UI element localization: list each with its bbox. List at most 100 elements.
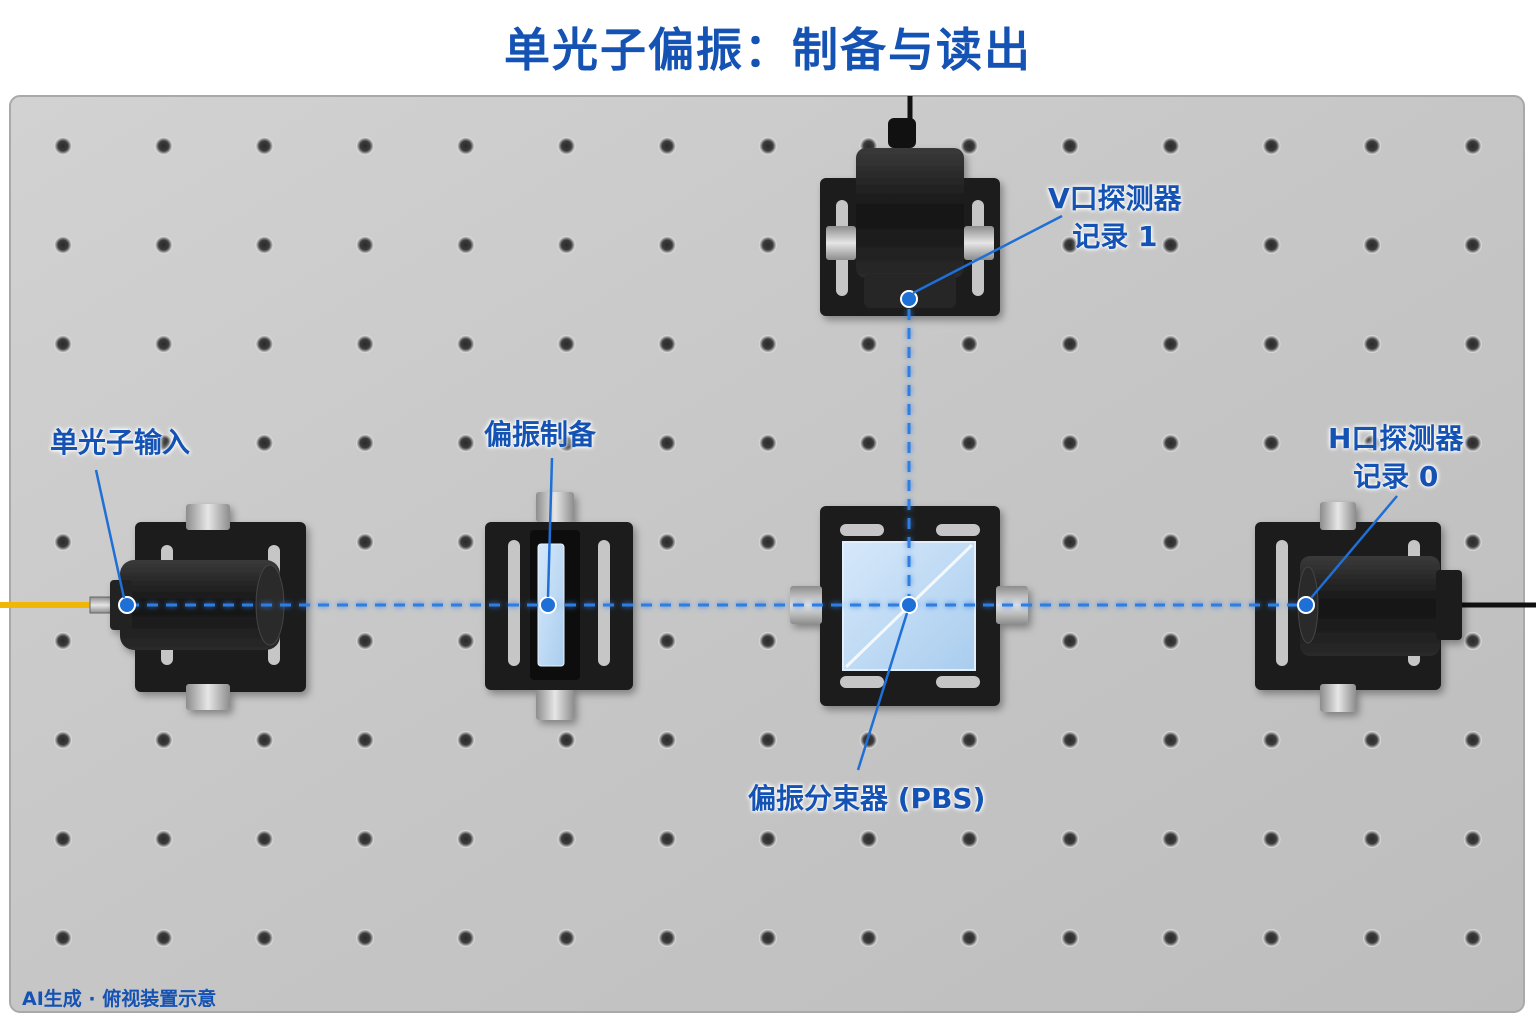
mount-hole [658, 830, 677, 848]
mount-hole [1262, 137, 1281, 155]
mount-hole [1061, 137, 1079, 155]
label-pbs: 偏振分束器 (PBS) [748, 782, 986, 815]
v-detector-icon [820, 148, 1000, 316]
mount-hole [456, 236, 475, 254]
mount-hole [960, 929, 979, 947]
mount-hole [1161, 434, 1180, 452]
mount-hole [1363, 434, 1382, 452]
mount-hole [54, 929, 72, 947]
mount-hole [255, 434, 274, 452]
mount-hole [1463, 830, 1482, 848]
point-input [118, 596, 136, 614]
mount-hole [456, 632, 475, 650]
mount-hole [154, 929, 173, 947]
mount-hole [255, 731, 274, 749]
mount-hole [54, 533, 72, 551]
mount-hole [1363, 830, 1382, 848]
mount-hole [1463, 632, 1482, 650]
mount-hole [255, 830, 274, 848]
mount-hole [758, 731, 777, 749]
mount-hole [54, 236, 72, 254]
mount-hole [1161, 533, 1180, 551]
mount-hole [154, 335, 173, 353]
mount-hole [356, 632, 375, 650]
mount-hole [658, 335, 677, 353]
mount-hole [456, 929, 475, 947]
mount-hole [960, 830, 979, 848]
mount-hole [859, 929, 878, 947]
mount-hole [255, 137, 274, 155]
collimator-icon [110, 504, 306, 710]
mount-hole [255, 929, 274, 947]
mount-hole [1061, 335, 1079, 353]
mount-hole [960, 335, 979, 353]
mount-hole [54, 632, 72, 650]
mount-hole [154, 137, 173, 155]
mount-hole [154, 434, 173, 452]
mount-hole [456, 434, 475, 452]
mount-hole [1262, 929, 1281, 947]
mount-hole [557, 137, 576, 155]
mount-hole [456, 137, 475, 155]
mount-hole [758, 830, 777, 848]
mount-hole [356, 335, 375, 353]
mount-hole [1061, 236, 1079, 254]
mount-hole [456, 830, 475, 848]
mount-hole [54, 137, 72, 155]
mount-hole [658, 632, 677, 650]
mount-hole [1463, 434, 1482, 452]
fiber-cable-icon [0, 596, 113, 614]
breadboard-plate [9, 95, 1525, 1013]
mount-hole [356, 929, 375, 947]
mount-hole [1061, 731, 1079, 749]
mount-hole [1463, 236, 1482, 254]
mount-hole [1463, 731, 1482, 749]
mount-hole [960, 137, 979, 155]
mount-hole [960, 731, 979, 749]
label-h-detector: H口探测器 记录 0 [1328, 422, 1464, 493]
mount-hole [1262, 335, 1281, 353]
mount-hole [658, 731, 677, 749]
mount-hole [255, 236, 274, 254]
mount-hole [1463, 533, 1482, 551]
h-detector-icon [1255, 502, 1462, 712]
mount-hole [154, 830, 173, 848]
mount-hole [1061, 632, 1079, 650]
mount-hole [1262, 731, 1281, 749]
mount-hole [1061, 434, 1079, 452]
mount-hole [557, 434, 576, 452]
point-h-detector [1297, 596, 1315, 614]
mount-hole [1061, 533, 1079, 551]
mount-hole [255, 335, 274, 353]
mount-hole [557, 236, 576, 254]
mount-hole [557, 830, 576, 848]
mount-hole [1161, 335, 1180, 353]
mount-hole [1161, 632, 1180, 650]
mount-hole [1161, 731, 1180, 749]
mount-hole [1463, 137, 1482, 155]
mount-hole [557, 929, 576, 947]
mount-hole [758, 434, 777, 452]
mount-hole [1161, 137, 1180, 155]
mount-hole [1061, 929, 1079, 947]
footer-note: AI生成 · 俯视装置示意 [22, 988, 217, 1010]
mount-hole [557, 335, 576, 353]
mount-hole [1161, 236, 1180, 254]
mount-hole [758, 335, 777, 353]
mount-hole [758, 533, 777, 551]
mount-hole [1363, 236, 1382, 254]
mount-hole [658, 434, 677, 452]
mount-hole [859, 335, 878, 353]
mount-hole [356, 434, 375, 452]
page-title: 单光子偏振：制备与读出 [504, 23, 1032, 77]
mount-hole [1161, 830, 1180, 848]
mount-hole [1262, 236, 1281, 254]
mount-hole [859, 830, 878, 848]
mount-hole [456, 533, 475, 551]
mount-hole [356, 236, 375, 254]
mount-hole [1363, 731, 1382, 749]
mount-hole [758, 929, 777, 947]
mount-hole [54, 830, 72, 848]
